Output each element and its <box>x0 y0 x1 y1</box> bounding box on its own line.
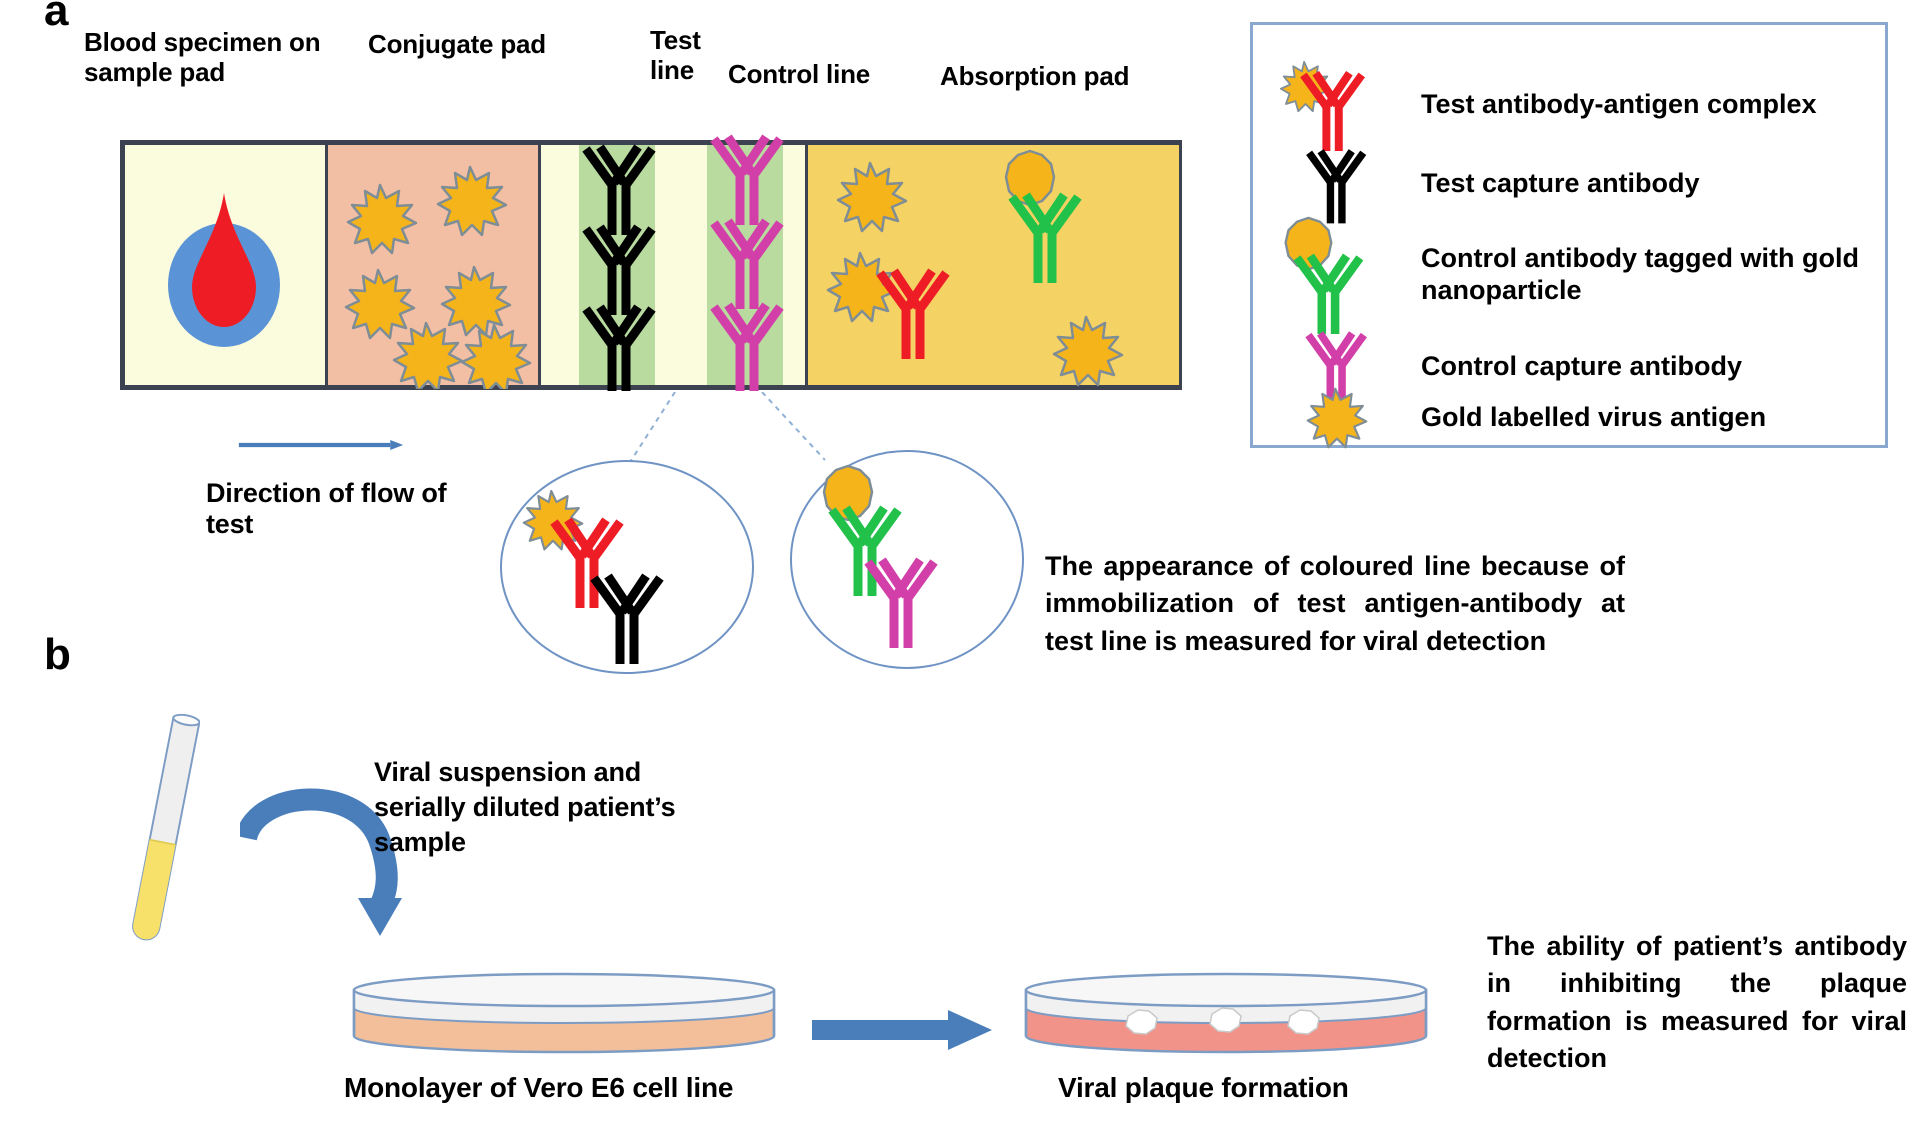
gold-star-antigen-icon <box>440 265 512 337</box>
gold-tagged-green-antibody-icon <box>1004 149 1078 283</box>
petri-dish-monolayer <box>352 972 776 1054</box>
legend-item: Control antibody tagged with gold nanopa… <box>1253 215 1885 335</box>
label-blood-specimen: Blood specimen on sample pad <box>84 27 321 87</box>
test-antibody-antigen-complex-icon <box>880 271 946 359</box>
control-line-magnifier-contents <box>822 464 1016 660</box>
gold-star-antigen-icon <box>392 321 464 389</box>
legend-item-label: Control antibody tagged with gold nanopa… <box>1421 243 1859 305</box>
label-control-line: Control line <box>728 59 871 89</box>
test-capture-antibodies <box>569 139 669 391</box>
gold-star-antigen-icon <box>460 323 532 389</box>
gold-antigen-red-antibody-icon <box>1253 59 1421 151</box>
label-monolayer-vero: Monolayer of Vero E6 cell line <box>344 1072 734 1103</box>
test-tube-icon <box>132 713 200 941</box>
control-line-magnifier <box>790 450 1024 669</box>
gold-tagged-green-antibody-icon <box>1253 216 1421 334</box>
label-direction-of-flow: Direction of flow of test <box>206 478 447 540</box>
conjugate-pad-antigens <box>344 165 532 389</box>
conjugate-pad <box>325 145 541 389</box>
label-viral-suspension: Viral suspension and serially diluted pa… <box>374 757 676 858</box>
absorption-pad <box>805 145 1179 387</box>
legend-item-label: Test capture antibody <box>1421 168 1700 199</box>
legend-item: Test antibody-antigen complex <box>1253 59 1885 151</box>
legend-item: Gold labelled virus antigen <box>1253 387 1885 449</box>
gold-star-antigen-icon <box>344 268 416 340</box>
test-line-magnifier <box>500 460 754 674</box>
gold-star-antigen-icon <box>1253 387 1421 449</box>
blood-specimen-icon <box>168 193 280 347</box>
test-capture-antibody-icon <box>594 576 660 664</box>
lateral-flow-strip <box>120 140 1182 390</box>
legend-box: Test antibody-antigen complex Test captu… <box>1250 22 1888 449</box>
legend-item-label: Test antibody-antigen complex <box>1421 89 1817 120</box>
legend-item: Test capture antibody <box>1253 143 1885 225</box>
panel-b-letter: b <box>44 630 71 679</box>
control-capture-antibodies <box>697 129 797 391</box>
legend-item: Control capture antibody <box>1253 325 1885 409</box>
direction-of-flow-arrow <box>238 440 404 450</box>
petri-dish-plaques <box>1024 972 1428 1054</box>
test-line-magnifier-contents <box>522 489 740 668</box>
process-arrow <box>812 1010 992 1050</box>
label-conjugate-pad: Conjugate pad <box>368 29 546 59</box>
gold-star-antigen-icon <box>436 165 508 237</box>
viral-plaque <box>1125 1007 1320 1035</box>
label-absorption-pad: Absorption pad <box>940 61 1130 91</box>
absorption-pad-contents <box>826 149 1124 387</box>
reaction-zone <box>541 145 805 385</box>
panel-a-letter: a <box>44 0 69 35</box>
black-antibody-icon <box>1253 143 1421 225</box>
label-viral-plaque-formation: Viral plaque formation <box>1058 1072 1349 1103</box>
control-line-band <box>707 145 783 385</box>
control-capture-antibody-icon <box>868 560 934 648</box>
sample-pad <box>125 145 325 385</box>
pour-curved-arrow <box>240 788 402 936</box>
legend-item-label: Control capture antibody <box>1421 351 1743 382</box>
test-line-explanation: The appearance of coloured line because … <box>1045 551 1625 656</box>
label-test-line: Test line <box>650 25 701 85</box>
gold-star-antigen-icon <box>1052 315 1124 387</box>
gold-star-antigen-icon <box>836 161 908 233</box>
legend-item-label: Gold labelled virus antigen <box>1421 402 1767 433</box>
plaque-explanation: The ability of patient’s antibody in inh… <box>1487 931 1907 1073</box>
gold-star-antigen-icon <box>346 183 418 255</box>
